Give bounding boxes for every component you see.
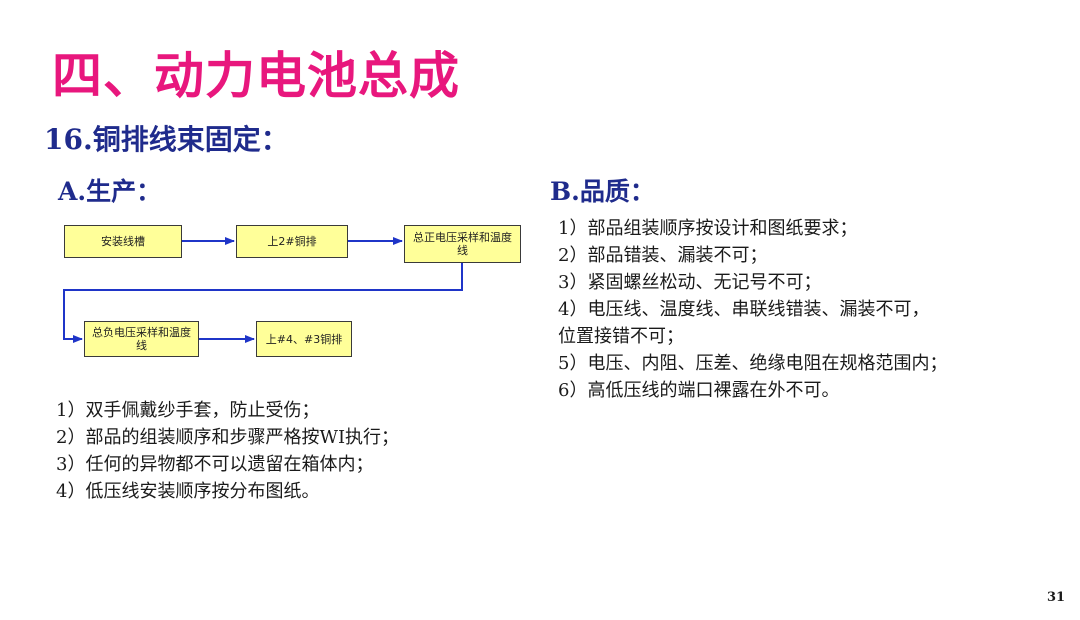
list-item: 4）低压线安装顺序按分布图纸。 bbox=[56, 481, 320, 502]
list-item: 2）部品错装、漏装不可； bbox=[558, 245, 768, 266]
production-list: 1）双手佩戴纱手套，防止受伤； 2）部品的组装顺序和步骤严格按WI执行； 3）任… bbox=[56, 397, 399, 505]
list-item: 3）紧固螺丝松动、无记号不可； bbox=[558, 272, 822, 293]
quality-heading: B.品质： bbox=[550, 177, 655, 206]
list-item: 3）任何的异物都不可以遗留在箱体内； bbox=[56, 454, 374, 475]
quality-list: 1）部品组装顺序按设计和图纸要求； 2）部品错装、漏装不可； 3）紧固螺丝松动、… bbox=[558, 215, 1058, 404]
page-title: 四、动力电池总成 bbox=[52, 47, 460, 105]
production-heading: A.生产： bbox=[58, 177, 162, 206]
list-item: 6）高低压线的端口裸露在外不可。 bbox=[558, 380, 840, 401]
flow-step-copper-bar-4-3: 上#4、#3铜排 bbox=[256, 321, 352, 357]
list-item: 1）部品组装顺序按设计和图纸要求； bbox=[558, 218, 858, 239]
flow-step-positive-sampling-line: 总正电压采样和温度线 bbox=[404, 225, 521, 263]
section-subtitle: 16.铜排线束固定： bbox=[44, 123, 289, 156]
page-number: 31 bbox=[1047, 590, 1066, 605]
flow-step-negative-sampling-line: 总负电压采样和温度线 bbox=[84, 321, 199, 357]
list-item: 4）电压线、温度线、串联线错装、漏装不可， bbox=[558, 299, 930, 320]
list-item: 5）电压、内阻、压差、绝缘电阻在规格范围内； bbox=[558, 353, 948, 374]
flow-step-copper-bar-2: 上2#铜排 bbox=[236, 225, 348, 258]
list-item: 2）部品的组装顺序和步骤严格按WI执行； bbox=[56, 427, 400, 448]
list-item: 1）双手佩戴纱手套，防止受伤； bbox=[56, 400, 320, 421]
list-item: 位置接错不可； bbox=[558, 326, 684, 347]
flow-step-install-trunking: 安装线槽 bbox=[64, 225, 182, 258]
